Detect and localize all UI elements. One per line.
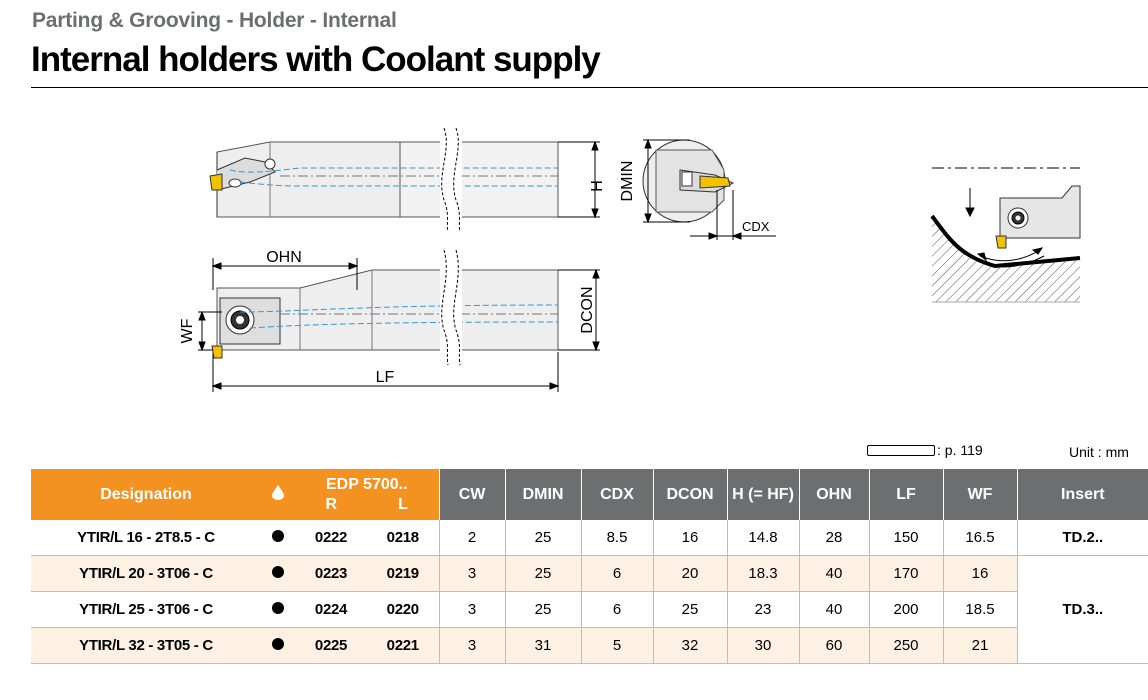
coolant-drop-icon [272, 484, 284, 500]
coolant-dot-icon [272, 530, 284, 542]
header-designation: Designation [31, 469, 261, 520]
cell-insert-td2: TD.2.. [1016, 520, 1148, 556]
cell-lf: 200 [868, 591, 944, 628]
cell-edp-r: 0225 [295, 627, 367, 664]
header-edp-label: EDP 5700.. [325, 475, 408, 493]
table-row: YTIR/L 16 - 2T8.5 - C 0222 0218 2 25 8.5… [31, 520, 1148, 556]
cell-insert-td3: TD.3.. [1016, 555, 1148, 664]
cell-designation: YTIR/L 25 - 3T06 - C [31, 591, 261, 628]
cell-cw: 2 [438, 520, 506, 556]
holder-top-view [198, 249, 600, 392]
cell-wf: 21 [942, 627, 1018, 664]
table-row: YTIR/L 20 - 3T06 - C 0223 0219 3 25 6 20… [31, 555, 1148, 664]
table-row: YTIR/L 25 - 3T06 - C 0224 0220 3 25 6 25… [31, 591, 1148, 628]
coolant-dot-icon [272, 566, 284, 578]
unit-label: Unit : mm [1069, 444, 1129, 460]
label-dmin: DMIN [619, 161, 636, 202]
label-wf: WF [179, 318, 196, 343]
header-dmin: DMIN [504, 469, 582, 520]
cell-h: 14.8 [726, 520, 800, 556]
header-lf: LF [868, 469, 944, 520]
cell-lf: 170 [868, 555, 944, 592]
cell-wf: 16 [942, 555, 1018, 592]
cell-cw: 3 [438, 591, 506, 628]
cell-coolant [261, 627, 295, 664]
spec-table: Designation EDP 5700.. R L CW DMIN CDX D… [31, 469, 1148, 664]
cell-cw: 3 [438, 555, 506, 592]
label-cdx: CDX [742, 219, 770, 234]
table-header-row: Designation EDP 5700.. R L CW DMIN CDX D… [31, 469, 1148, 520]
cell-h: 30 [726, 627, 800, 664]
header-coolant [261, 469, 295, 520]
cell-edp-l: 0221 [367, 627, 440, 664]
cell-h: 23 [726, 591, 800, 628]
cell-coolant [261, 555, 295, 592]
technical-drawing: H DMIN CDX OHN WF DCON LF [179, 127, 1081, 392]
page-subtitle: Parting & Grooving - Holder - Internal [32, 9, 397, 32]
cell-edp-l: 0220 [367, 591, 440, 628]
header-h: H (= HF) [726, 469, 800, 520]
cell-dcon: 16 [652, 520, 728, 556]
cell-designation: YTIR/L 16 - 2T8.5 - C [31, 520, 261, 556]
header-ohn: OHN [798, 469, 870, 520]
book-icon [867, 444, 935, 456]
header-edp: EDP 5700.. R L [295, 469, 440, 520]
title-rule [31, 87, 1148, 88]
cell-dmin: 25 [504, 555, 582, 592]
page-reference-text: : p. 119 [937, 442, 983, 458]
application-sketch [930, 167, 1081, 303]
cell-ohn: 40 [798, 591, 870, 628]
cell-edp-r: 0222 [295, 520, 367, 556]
cell-edp-r: 0224 [295, 591, 367, 628]
cell-edp-r: 0223 [295, 555, 367, 592]
holder-end-view [642, 138, 776, 240]
cell-cdx: 6 [580, 555, 654, 592]
header-l: L [398, 495, 408, 513]
header-r: R [325, 495, 338, 513]
header-wf: WF [942, 469, 1018, 520]
cell-designation: YTIR/L 32 - 3T05 - C [31, 627, 261, 664]
page-reference: : p. 119 [867, 442, 983, 458]
cell-edp-l: 0219 [367, 555, 440, 592]
header-insert: Insert [1016, 469, 1148, 520]
holder-side-view [216, 127, 600, 233]
cell-coolant [261, 520, 295, 556]
cell-dmin: 25 [504, 591, 582, 628]
cell-wf: 18.5 [942, 591, 1018, 628]
coolant-dot-icon [272, 638, 284, 650]
cell-dcon: 32 [652, 627, 728, 664]
coolant-dot-icon [272, 602, 284, 614]
cell-h: 18.3 [726, 555, 800, 592]
cell-dcon: 25 [652, 591, 728, 628]
cell-ohn: 40 [798, 555, 870, 592]
label-ohn: OHN [266, 249, 302, 266]
cell-cdx: 6 [580, 591, 654, 628]
label-lf: LF [376, 369, 395, 386]
cell-dmin: 25 [504, 520, 582, 556]
header-cdx: CDX [580, 469, 654, 520]
cell-dcon: 20 [652, 555, 728, 592]
table-row: YTIR/L 32 - 3T05 - C 0225 0221 3 31 5 32… [31, 627, 1148, 664]
cell-dmin: 31 [504, 627, 582, 664]
header-dcon: DCON [652, 469, 728, 520]
cell-designation: YTIR/L 20 - 3T06 - C [31, 555, 261, 592]
insert-side [209, 173, 223, 191]
label-h: H [589, 180, 606, 192]
cell-coolant [261, 591, 295, 628]
label-dcon: DCON [579, 286, 596, 333]
cell-cw: 3 [438, 627, 506, 664]
cell-ohn: 60 [798, 627, 870, 664]
cell-lf: 250 [868, 627, 944, 664]
cell-cdx: 5 [580, 627, 654, 664]
header-cw: CW [438, 469, 506, 520]
cell-ohn: 28 [798, 520, 870, 556]
insert-top [211, 345, 223, 359]
cell-edp-l: 0218 [367, 520, 440, 556]
page-title: Internal holders with Coolant supply [31, 40, 601, 79]
cell-cdx: 8.5 [580, 520, 654, 556]
cell-wf: 16.5 [942, 520, 1018, 556]
cell-lf: 150 [868, 520, 944, 556]
